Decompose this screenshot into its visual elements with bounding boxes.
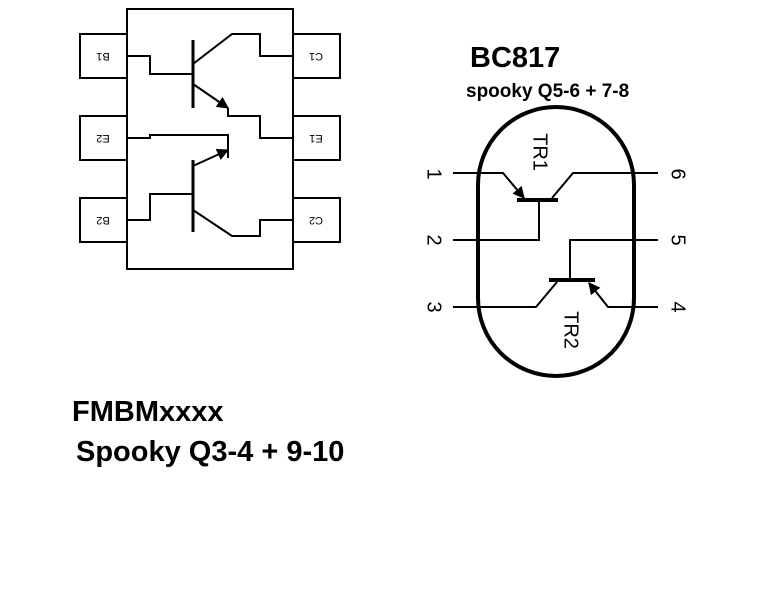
- pin-number-4: 4: [667, 301, 689, 312]
- transistor-tr2: [478, 239, 634, 308]
- bottom-subtitle: Spooky Q3-4 + 9-10: [76, 436, 344, 468]
- right-package-outline: [476, 105, 636, 378]
- pin-number-6: 6: [667, 168, 689, 179]
- pin-label-c1: C1: [309, 50, 323, 62]
- pin-number-3: 3: [423, 301, 445, 312]
- left-package: [79, 8, 341, 270]
- pin-number-2: 2: [423, 234, 445, 245]
- right-package-title: BC817: [470, 42, 560, 74]
- tr2-label: TR2: [560, 311, 582, 349]
- pin-label-e2: E2: [96, 132, 109, 144]
- pin-label-c2: C2: [309, 214, 323, 226]
- left-transistor-upper: [127, 33, 293, 139]
- pin-label-b1: B1: [96, 50, 109, 62]
- pin-label-b2: B2: [96, 214, 109, 226]
- pin-number-5: 5: [667, 234, 689, 245]
- left-transistor-lower: [127, 134, 293, 237]
- tr1-label: TR1: [529, 133, 551, 171]
- pin-label-e1: E1: [309, 132, 322, 144]
- pin-number-1: 1: [423, 168, 445, 179]
- right-package-subtitle: spooky Q5-6 + 7-8: [466, 81, 629, 102]
- bottom-title: FMBMxxxx: [72, 396, 224, 428]
- transistor-tr1: [478, 172, 634, 241]
- right-package: [453, 105, 658, 378]
